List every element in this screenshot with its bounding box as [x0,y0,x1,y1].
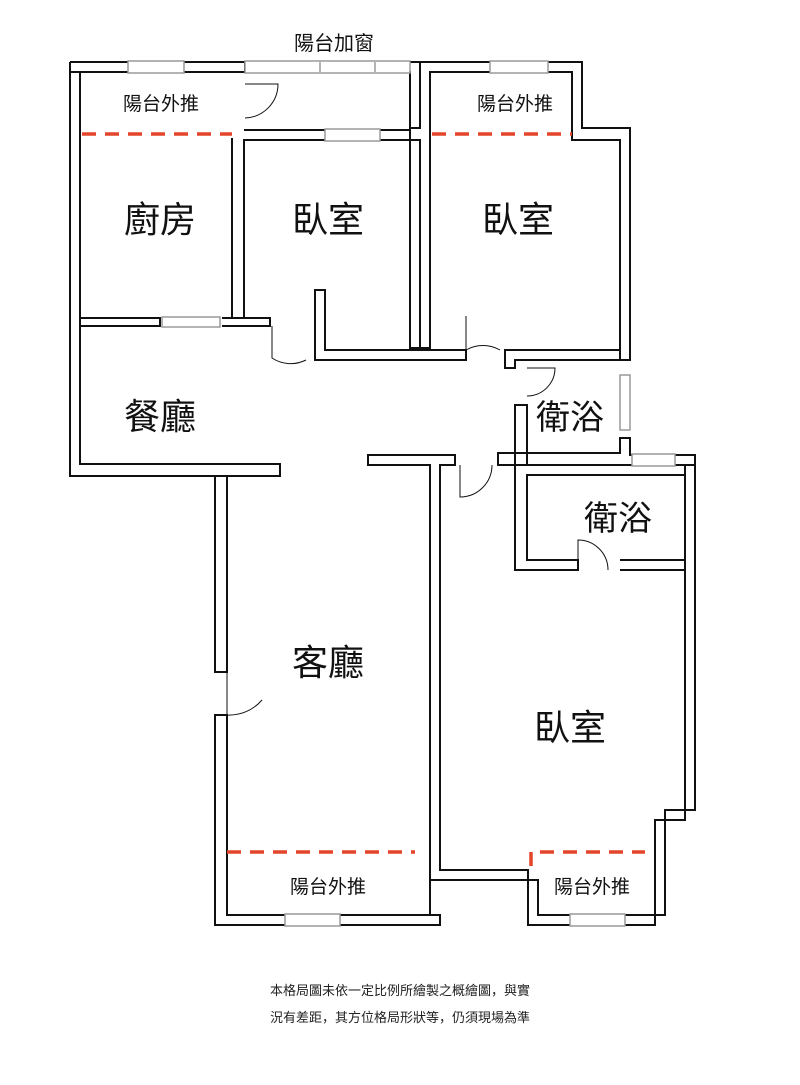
label-kitchen: 廚房 [124,200,196,241]
window-kitchen-dining [161,316,221,328]
label-living: 客廳 [292,643,364,684]
label-balcony-out-bedroom3: 陽台外推 [554,876,630,898]
label-balcony-out-living: 陽台外推 [290,876,366,898]
window-top-left [127,60,185,74]
label-bedroom1: 臥室 [292,200,364,241]
disclaimer: 本格局圖未依一定比例所繪製之概繪圖，與實 況有差距，其方位格局形狀等，仍須現場為… [0,978,800,1032]
door-bedroom2 [465,316,501,351]
label-bedroom2: 臥室 [482,200,554,241]
door-balcony [244,83,279,119]
label-bath1: 衛浴 [536,398,604,438]
window-bedroom3 [569,913,626,927]
label-balcony-out-bedroom2: 陽台外推 [477,93,553,115]
doors [226,83,609,716]
label-top-balcony-window: 陽台加窗 [294,31,374,55]
windows [127,60,676,927]
floor-plan: 陽台加窗 陽台外推 陽台外推 廚房 臥室 臥室 餐廳 衛浴 衛浴 客廳 臥室 陽… [69,31,696,927]
wall-left-outer [69,62,281,477]
label-bedroom3: 臥室 [534,708,606,749]
door-bath2 [577,539,609,571]
label-balcony-out-kitchen: 陽台外推 [123,93,199,115]
wall-bath1 [514,404,528,466]
label-bath2: 衛浴 [584,499,652,539]
window-living [284,913,341,927]
walls [69,61,696,926]
disclaimer-line-1: 本格局圖未依一定比例所繪製之概繪圖，與實 [269,984,530,999]
wall-living [214,476,228,673]
window-top-balcony [244,60,411,74]
balcony-extension-lines [82,132,645,866]
door-living [226,672,263,716]
door-bedroom1 [271,326,307,365]
door-bath1 [526,367,556,397]
wall-bedroom2 [420,61,631,361]
label-dining: 餐廳 [124,397,196,438]
door-corridor [459,464,493,498]
window-bedroom2 [489,60,549,74]
window-bath1 [619,374,631,431]
disclaimer-line-2: 況有差距，其方位格局形狀等，仍須現場為準 [269,1011,530,1026]
window-bedroom1 [324,128,381,142]
window-bath2 [631,453,676,467]
